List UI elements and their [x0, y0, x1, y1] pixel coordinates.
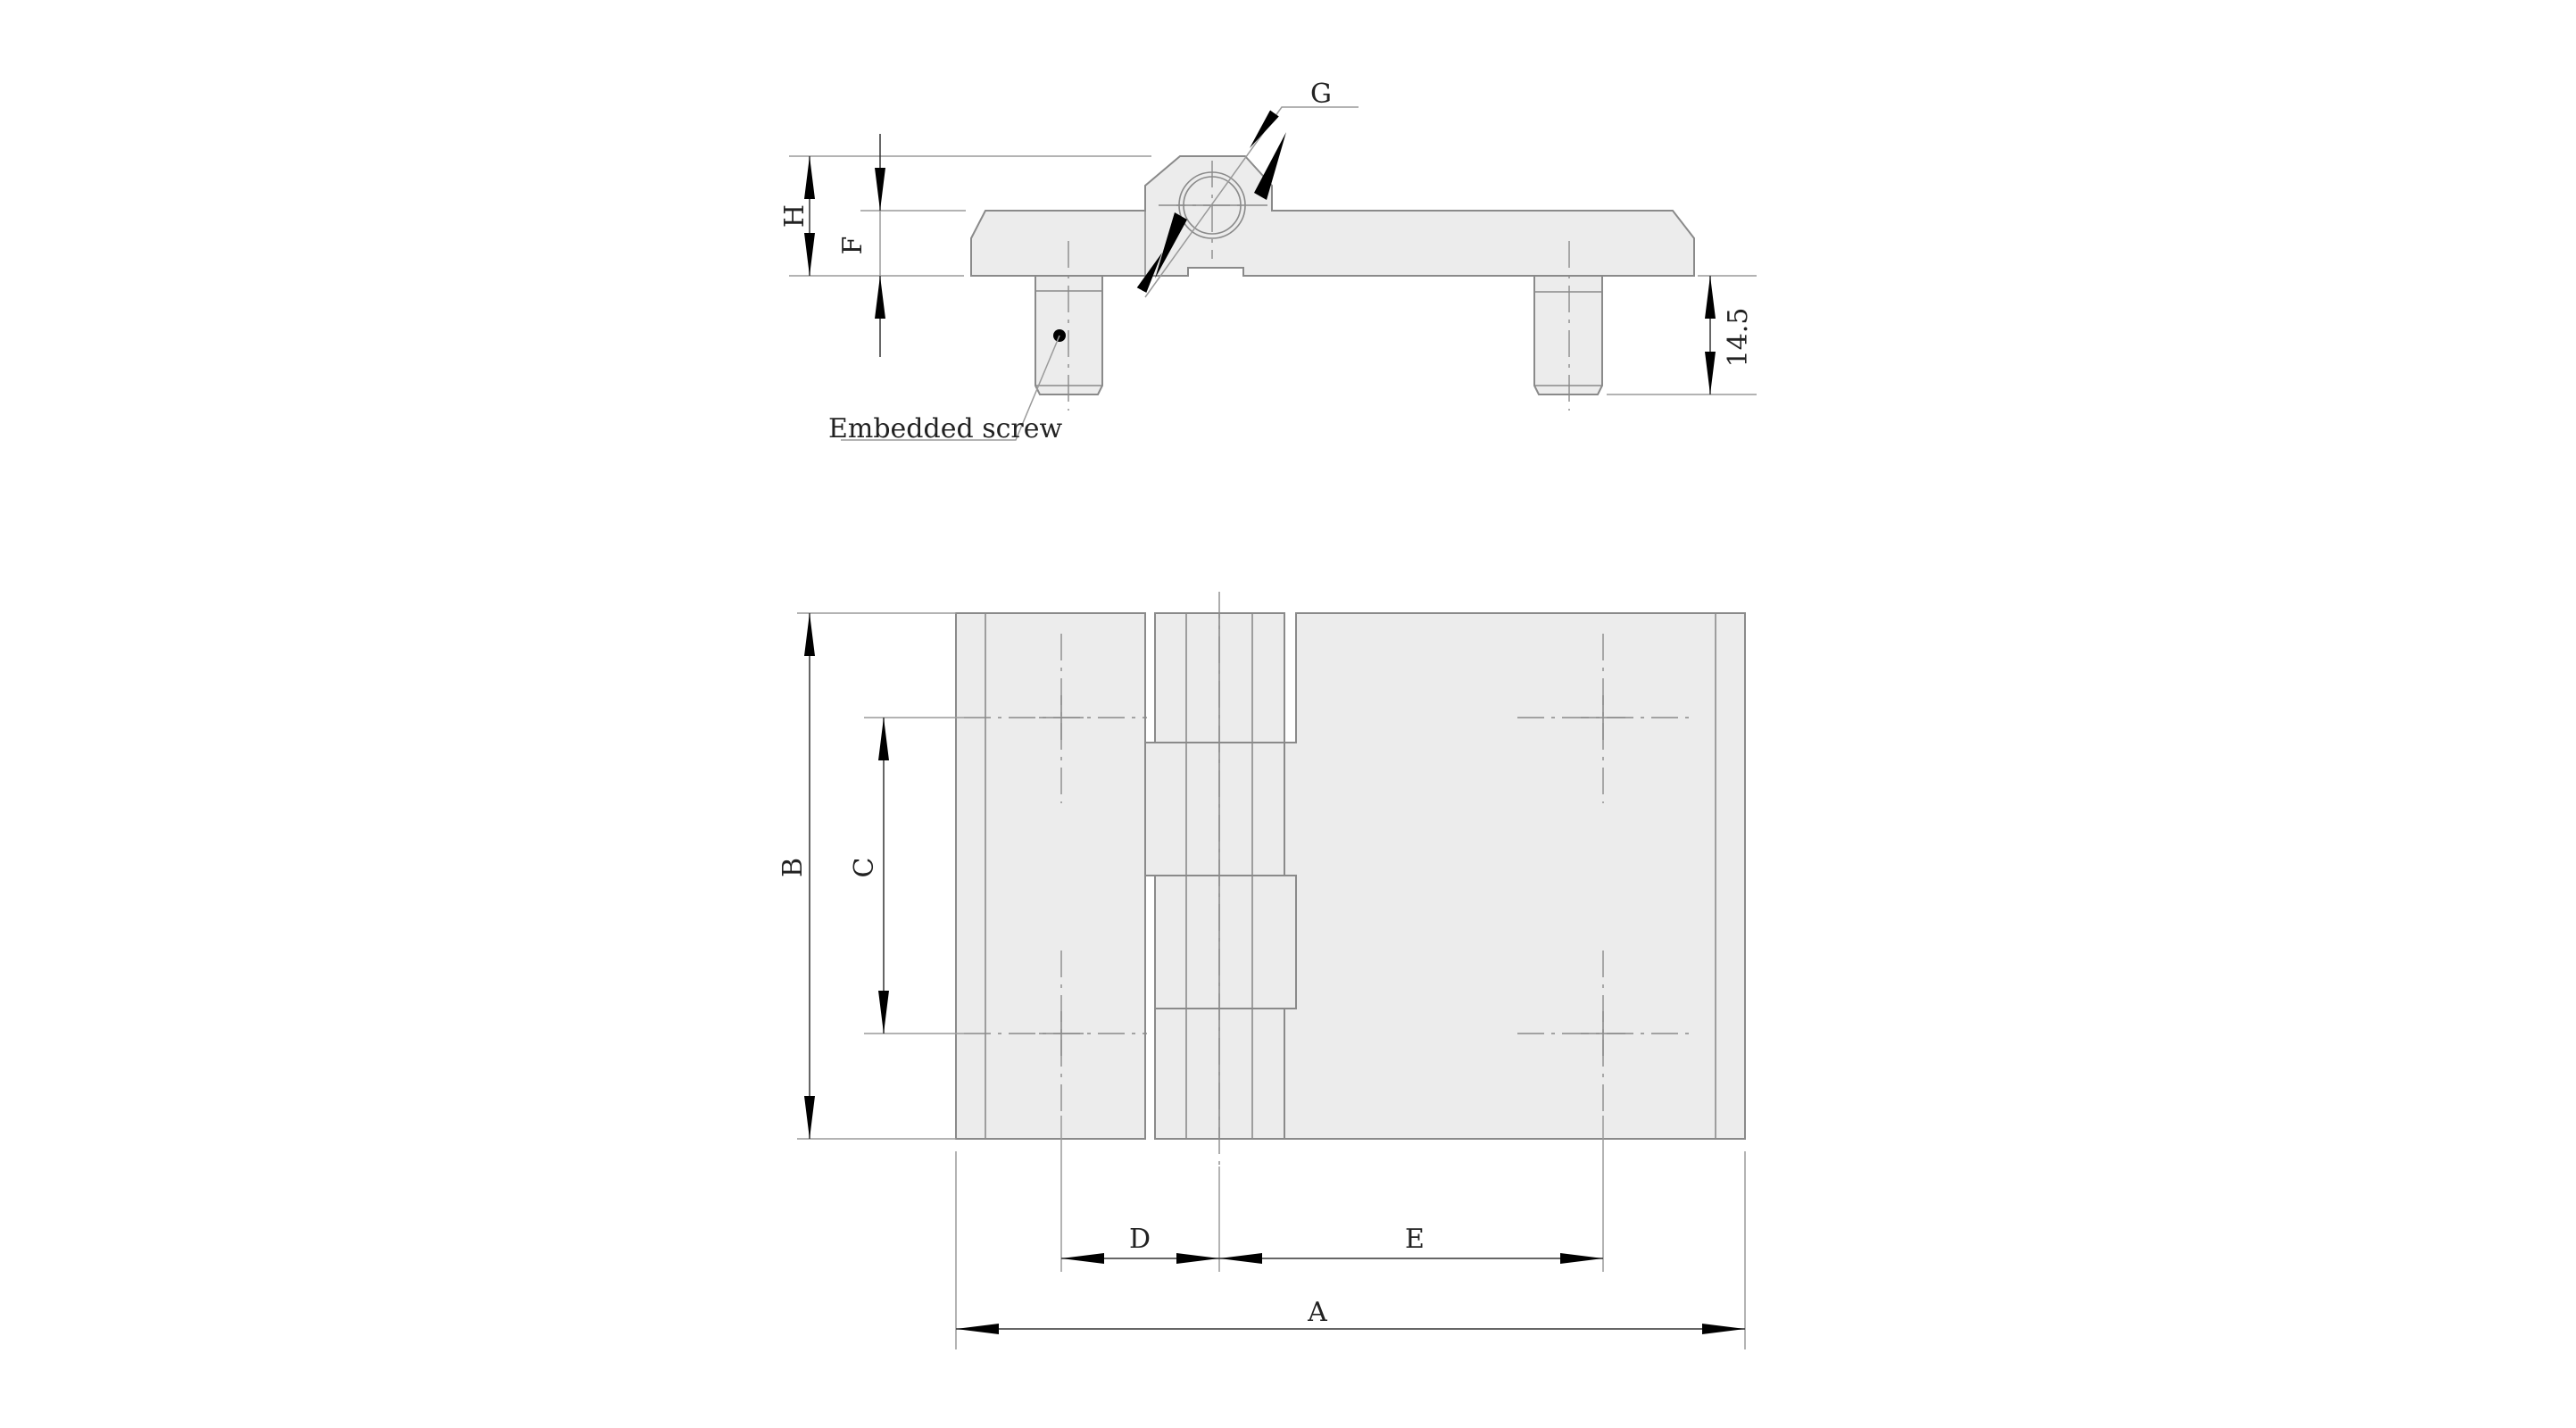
- knuckle-lower-mid: [1154, 875, 1297, 1009]
- dim-G-arrow-lower: [1155, 212, 1187, 278]
- dim-G-arrow-upper: [1254, 132, 1286, 200]
- hole-centerlines: [964, 634, 1696, 1116]
- dim-A-label: A: [1307, 1297, 1327, 1328]
- dim-F-label: F: [837, 237, 868, 255]
- dim-C-label: C: [849, 858, 880, 878]
- embedded-screw-label: Embedded screw: [828, 413, 1062, 444]
- dim-pin-length-label: 14.5: [1723, 308, 1754, 368]
- dim-E-label: E: [1405, 1224, 1425, 1255]
- dim-G-label: G: [1310, 79, 1332, 110]
- left-leaf: [955, 612, 1146, 1140]
- plan-view: B C D E A: [777, 592, 1746, 1349]
- right-leaf: [1284, 612, 1746, 1140]
- dim-B-label: B: [777, 858, 809, 877]
- dim-D-label: D: [1129, 1224, 1151, 1255]
- knuckle-middle: [1144, 742, 1285, 876]
- side-view: Embedded screw G H F 14.5: [779, 79, 1757, 444]
- dim-H-label: H: [779, 204, 810, 228]
- right-pin: [1533, 275, 1603, 395]
- hinge-side-profile: [970, 155, 1695, 277]
